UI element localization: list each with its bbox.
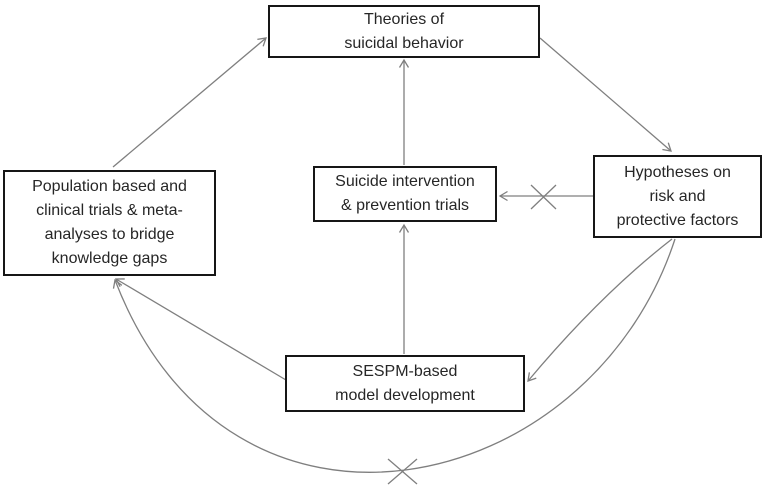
- node-population-based-trials: Population based and clinical trials & m…: [3, 170, 216, 276]
- node-label: Theories of suicidal behavior: [344, 10, 464, 52]
- node-theories-of-suicidal-behavior: Theories of suicidal behavior: [268, 5, 540, 58]
- node-label: Suicide intervention & prevention trials: [335, 173, 475, 214]
- node-sespm-model-development: SESPM-based model development: [285, 355, 525, 412]
- edge-hypotheses-to-sespm: [527, 238, 673, 382]
- node-label: Population based and clinical trials & m…: [32, 178, 187, 267]
- edge-sespm-to-population: [114, 278, 287, 381]
- edge-population-to-theories: [112, 37, 267, 168]
- edge-theories-to-hypotheses: [539, 37, 672, 152]
- cross-out-x-icon: [387, 458, 418, 485]
- node-hypotheses-risk-protective: Hypotheses on risk and protective factor…: [593, 155, 762, 238]
- cross-out-x-icon: [530, 184, 557, 210]
- node-label: Hypotheses on risk and protective factor…: [616, 163, 739, 229]
- node-suicide-intervention-trials: Suicide intervention & prevention trials: [313, 166, 497, 222]
- node-label: SESPM-based model development: [335, 362, 475, 404]
- edge-hypotheses-to-population: [112, 238, 676, 473]
